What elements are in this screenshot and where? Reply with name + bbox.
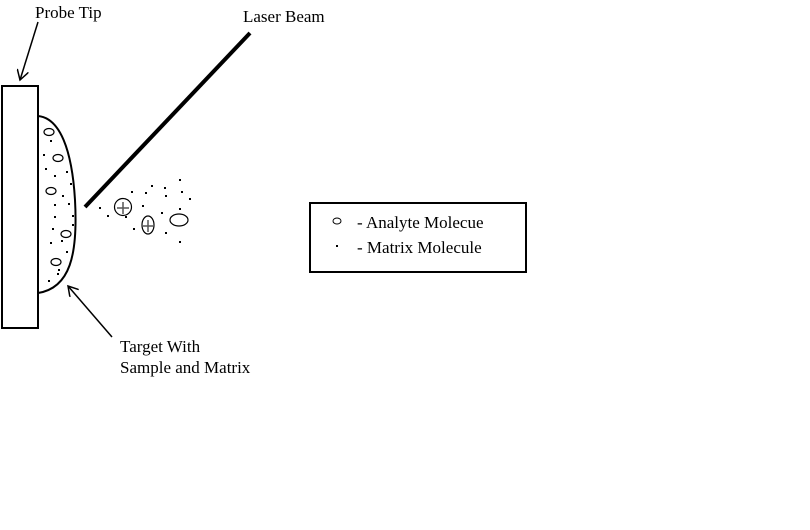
target-label-line2: Sample and Matrix: [120, 358, 251, 377]
analyte-molecule: [45, 186, 57, 196]
matrix-molecule: [145, 192, 147, 194]
matrix-molecule: [52, 228, 54, 230]
matrix-molecule: [72, 224, 74, 226]
target-arrow: [68, 286, 113, 338]
matrix-molecule: [66, 251, 68, 253]
laser-beam-label: Laser Beam: [243, 7, 325, 26]
matrix-molecule: [48, 280, 50, 282]
matrix-molecule: [50, 140, 52, 142]
matrix-molecule: [161, 212, 163, 214]
laser-beam: [83, 31, 252, 209]
matrix-molecule: [164, 187, 166, 189]
matrix-legend-icon: [336, 245, 338, 247]
target-label-line1: Target With: [120, 337, 201, 356]
matrix-molecule: [151, 185, 153, 187]
matrix-molecule: [72, 215, 74, 217]
matrix-molecule: [131, 191, 133, 193]
matrix-molecule: [54, 204, 56, 206]
matrix-molecule: [142, 205, 144, 207]
matrix-molecule: [61, 240, 63, 242]
analyte-molecule: [43, 127, 55, 137]
matrix-molecule: [54, 216, 56, 218]
matrix-molecule: [133, 228, 135, 230]
matrix-molecule: [99, 207, 101, 209]
analyte-legend-icon: [332, 217, 342, 225]
legend: - Analyte Molecue - Matrix Molecule: [309, 202, 527, 273]
matrix-molecule: [181, 191, 183, 193]
matrix-molecule: [125, 216, 127, 218]
matrix-molecule: [107, 215, 109, 217]
matrix-molecule: [54, 175, 56, 177]
matrix-molecule: [50, 242, 52, 244]
probe-tip-label: Probe Tip: [35, 3, 102, 22]
matrix-molecule: [179, 179, 181, 181]
matrix-molecule: [179, 241, 181, 243]
probe-tip: [1, 85, 39, 329]
matrix-molecule: [45, 168, 47, 170]
probe-tip-arrow: [20, 21, 39, 80]
matrix-molecule: [165, 195, 167, 197]
matrix-molecule: [70, 183, 72, 185]
target-analytes: [43, 127, 72, 267]
analyte-molecule: [52, 153, 64, 163]
matrix-molecule: [66, 171, 68, 173]
matrix-dots: [43, 140, 191, 282]
matrix-molecule: [179, 208, 181, 210]
matrix-molecule: [58, 269, 60, 271]
analyte-molecule: [60, 229, 72, 239]
matrix-molecule: [62, 195, 64, 197]
matrix-molecule: [68, 203, 70, 205]
matrix-molecule: [165, 232, 167, 234]
matrix-molecule: [43, 154, 45, 156]
matrix-molecule: [189, 198, 191, 200]
legend-matrix: - Matrix Molecule: [357, 238, 482, 257]
ion-plume: [113, 197, 189, 235]
legend-analyte: - Analyte Molecue: [357, 213, 484, 232]
target-sample: [37, 115, 77, 294]
matrix-molecule: [57, 273, 59, 275]
analyte-molecule: [50, 257, 62, 267]
